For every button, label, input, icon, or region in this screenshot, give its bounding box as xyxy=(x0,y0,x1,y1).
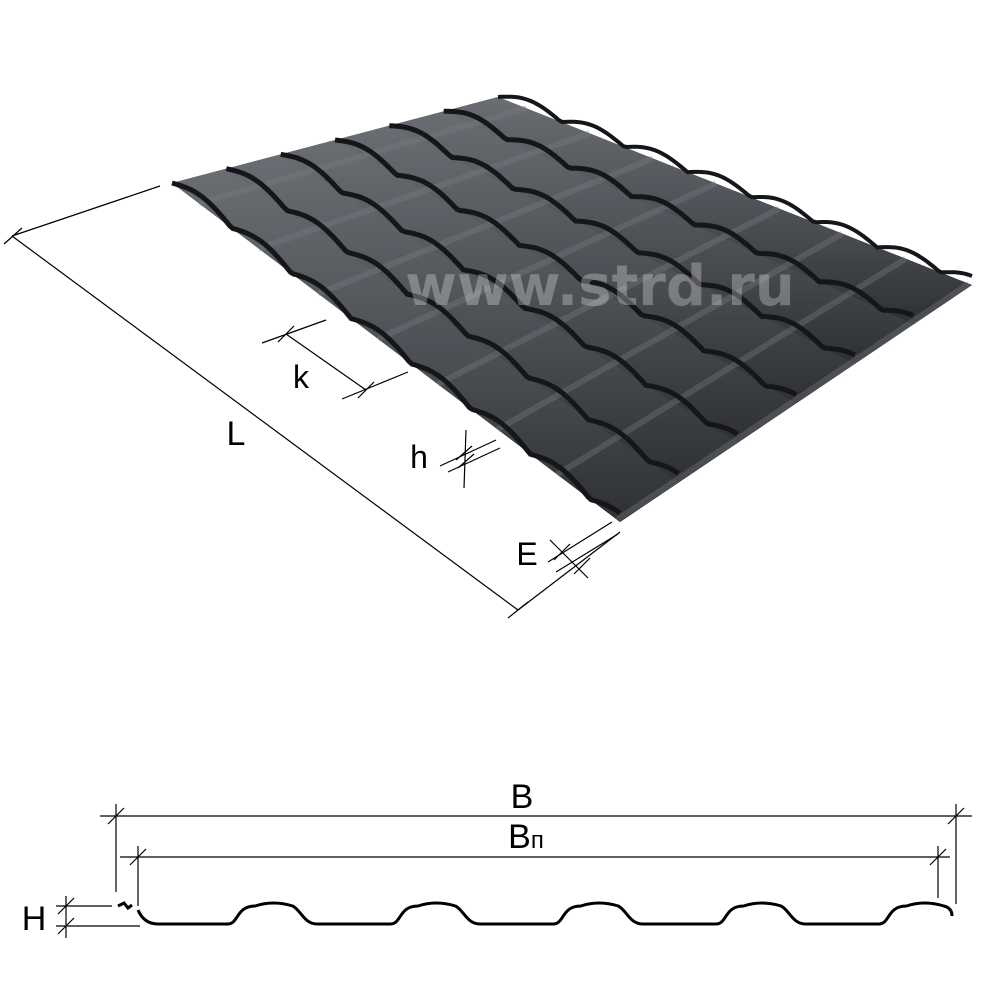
step-height-extension-2 xyxy=(447,447,501,473)
tile-column-ridge xyxy=(436,205,781,387)
overhang-extension-2 xyxy=(555,533,619,573)
tile-column-ridge xyxy=(555,256,908,478)
tile-column-ridge xyxy=(198,105,528,207)
length-tick-top xyxy=(3,227,23,245)
roof-sheet xyxy=(171,94,973,523)
tile-step-edge xyxy=(171,180,622,516)
full-width-tick-right xyxy=(947,807,965,825)
full-width-tick-left xyxy=(107,807,125,825)
overhang-tick-1 xyxy=(553,543,571,561)
tile-row-band xyxy=(226,154,738,483)
tile-steps xyxy=(171,94,973,516)
tile-rows xyxy=(172,97,973,522)
step-extension-1 xyxy=(261,319,327,344)
tile-column-ridge xyxy=(317,155,654,297)
overhang-line xyxy=(549,539,589,579)
profile-section: B Bп H xyxy=(22,778,972,938)
step-height-tick-1 xyxy=(455,445,473,461)
length-extension-bottom xyxy=(517,531,621,611)
tile-step-edge xyxy=(225,166,681,476)
tile-row-band xyxy=(389,111,914,364)
tile-row-band xyxy=(443,97,973,325)
useful-width-label-main: B xyxy=(508,818,531,856)
step-height-extension-1 xyxy=(439,439,497,467)
profile-outline xyxy=(136,901,954,926)
tile-row-band xyxy=(335,125,855,404)
dimension-lines-sheet xyxy=(3,185,621,619)
tile-column-ridge xyxy=(496,231,844,432)
useful-width-tick-right xyxy=(929,848,947,866)
tile-column-ridge xyxy=(615,281,971,523)
profile-dimension-lines xyxy=(56,804,972,938)
tile-step-edge xyxy=(389,123,856,358)
overhang-tick-2 xyxy=(573,557,591,575)
step-extension-2 xyxy=(341,371,409,400)
tile-row-band xyxy=(172,168,679,522)
tile-column-ridge xyxy=(257,130,591,252)
tile-columns xyxy=(198,105,971,523)
step-height-line xyxy=(463,429,467,489)
step-tick-2 xyxy=(357,381,375,399)
tile-step-edge xyxy=(443,108,915,318)
length-extension-top xyxy=(11,185,161,237)
profile-height-label: H xyxy=(22,900,47,938)
watermark: www.strd.ru xyxy=(405,254,794,319)
profile-height-tick-top xyxy=(57,897,75,915)
tile-column-ridge xyxy=(376,180,718,342)
full-width-label: B xyxy=(511,778,534,816)
useful-width-tick-left xyxy=(129,848,147,866)
useful-width-label-sub: п xyxy=(531,827,544,854)
length-label: L xyxy=(227,415,246,453)
profile-height-tick-bottom xyxy=(57,917,75,935)
step-dimension-line xyxy=(285,333,367,391)
profile-lock-hook xyxy=(117,901,133,911)
tile-row-band xyxy=(280,140,797,443)
useful-width-label: Bп xyxy=(508,818,544,856)
tile-step-edge xyxy=(334,137,798,397)
step-height-tick-2 xyxy=(457,453,475,469)
length-dimension-line xyxy=(11,235,519,611)
tile-step-edge xyxy=(497,94,973,278)
step-tick-1 xyxy=(277,325,295,343)
overhang-label: E xyxy=(516,536,537,572)
step-label: k xyxy=(293,359,310,395)
step-height-label: h xyxy=(410,439,428,475)
tile-step-edge xyxy=(280,151,739,437)
